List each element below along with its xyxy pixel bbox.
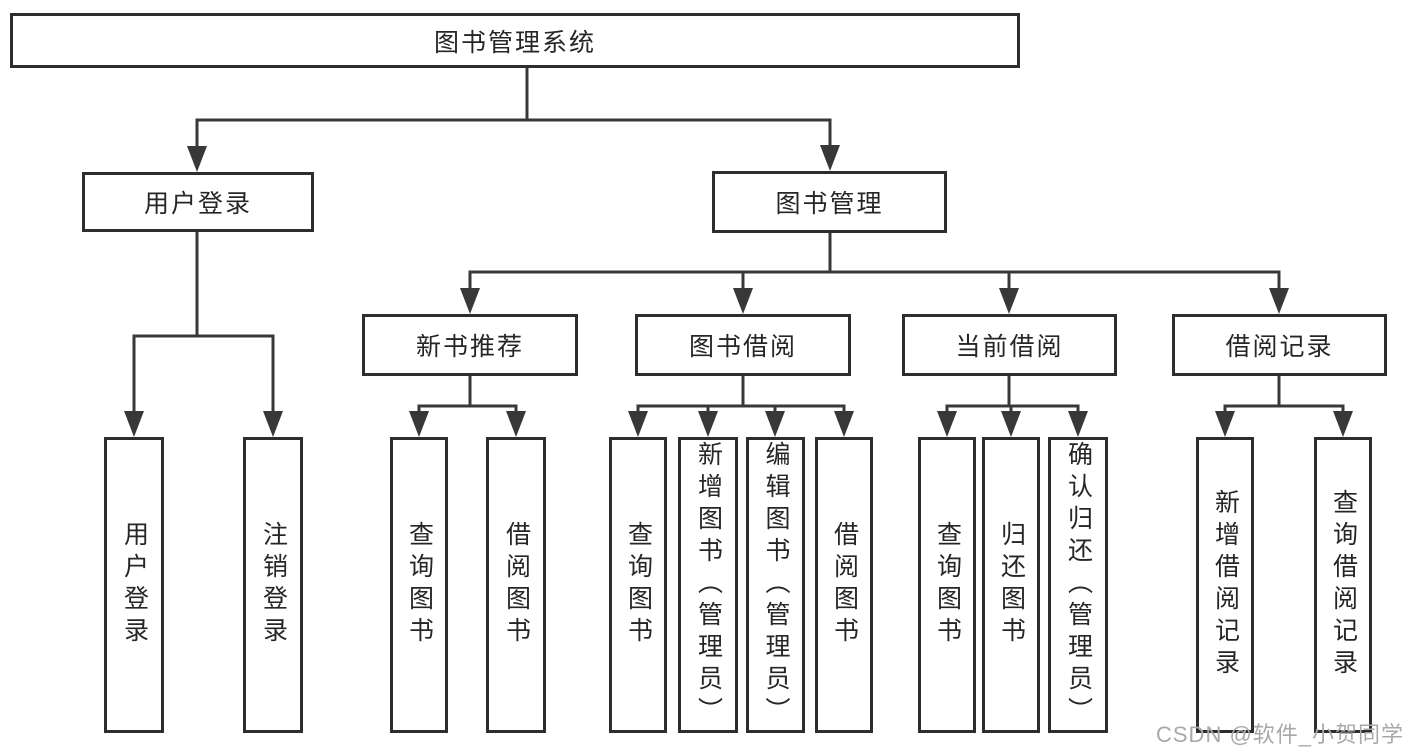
leaf-return-book: 归还图书	[982, 437, 1040, 733]
node-library-system: 图书管理系统	[10, 13, 1020, 68]
node-book-management: 图书管理	[712, 171, 947, 233]
leaf-edit-book-admin-label: 编辑图书（管理员）	[762, 441, 790, 729]
node-book-borrow: 图书借阅	[635, 314, 851, 376]
node-book-borrow-label: 图书借阅	[688, 333, 797, 361]
leaf-query-book-new-label: 查询图书	[405, 521, 434, 649]
node-new-book-recommend-label: 新书推荐	[415, 333, 524, 361]
leaf-add-borrow-record-label: 新增借阅记录	[1211, 489, 1240, 681]
leaf-borrow-book: 借阅图书	[815, 437, 873, 733]
leaf-query-book-borrow: 查询图书	[609, 437, 667, 733]
leaf-edit-book-admin: 编辑图书（管理员）	[746, 437, 805, 733]
leaf-add-borrow-record: 新增借阅记录	[1196, 437, 1254, 733]
node-borrow-record-label: 借阅记录	[1225, 333, 1334, 361]
leaf-user-login-label: 用户登录	[120, 521, 149, 649]
leaf-query-book-new: 查询图书	[390, 437, 448, 733]
leaf-borrow-book-new: 借阅图书	[486, 437, 546, 733]
leaf-logout: 注销登录	[243, 437, 303, 733]
csdn-watermark: CSDN @软件_小贺同学	[1156, 722, 1405, 747]
node-borrow-record: 借阅记录	[1172, 314, 1387, 376]
leaf-user-login: 用户登录	[104, 437, 164, 733]
node-library-system-label: 图书管理系统	[433, 28, 596, 57]
leaf-confirm-return-admin-label: 确认归还（管理员）	[1064, 441, 1093, 729]
leaf-confirm-return-admin: 确认归还（管理员）	[1048, 437, 1108, 733]
leaf-borrow-book-new-label: 借阅图书	[502, 521, 531, 649]
leaf-query-borrow-record: 查询借阅记录	[1314, 437, 1372, 733]
leaf-query-book-borrow-label: 查询图书	[624, 521, 653, 649]
leaf-logout-label: 注销登录	[259, 521, 288, 649]
leaf-query-book-current-label: 查询图书	[933, 521, 962, 649]
leaf-add-book-admin: 新增图书（管理员）	[678, 437, 738, 733]
leaf-borrow-book-label: 借阅图书	[830, 521, 859, 649]
node-user-login: 用户登录	[82, 172, 314, 232]
node-current-borrow-label: 当前借阅	[955, 333, 1064, 361]
node-book-management-label: 图书管理	[775, 190, 884, 218]
leaf-query-book-current: 查询图书	[918, 437, 976, 733]
leaf-add-book-admin-label: 新增图书（管理员）	[694, 441, 723, 729]
node-current-borrow: 当前借阅	[902, 314, 1117, 376]
node-new-book-recommend: 新书推荐	[362, 314, 578, 376]
leaf-query-borrow-record-label: 查询借阅记录	[1329, 489, 1358, 681]
node-user-login-label: 用户登录	[143, 190, 252, 218]
leaf-return-book-label: 归还图书	[997, 521, 1026, 649]
